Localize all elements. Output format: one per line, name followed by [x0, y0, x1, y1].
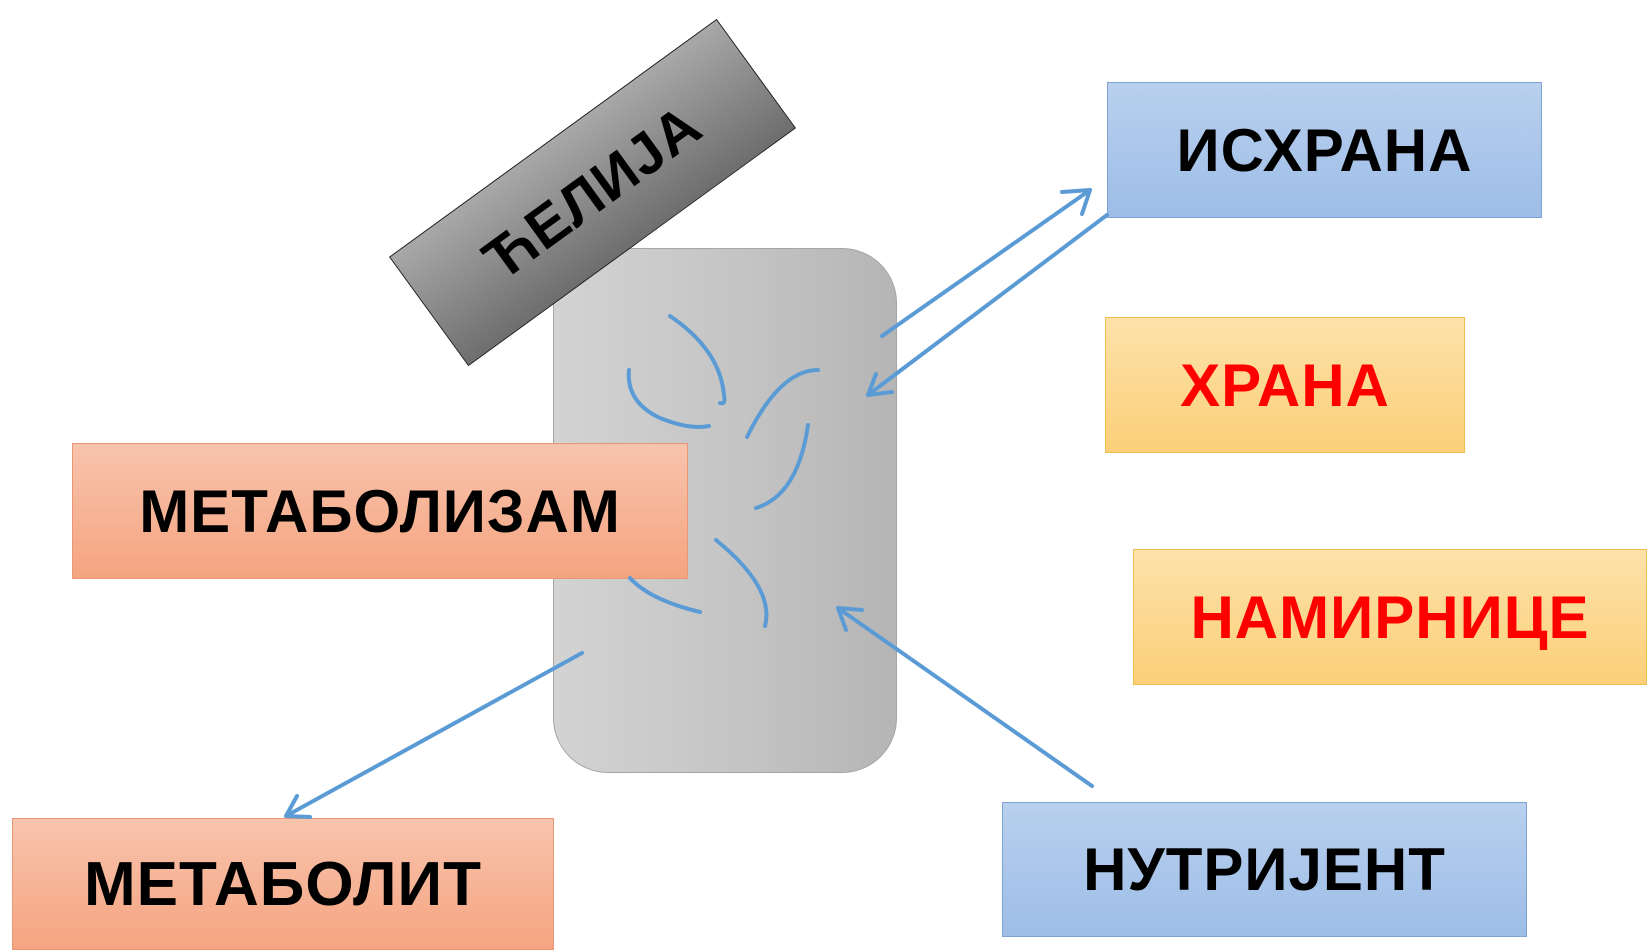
food-box: ХРАНА [1105, 317, 1465, 453]
metabolite-box: МЕТАБОЛИТ [12, 818, 554, 950]
arrow-cell-to-nutrition-head [1060, 188, 1092, 216]
arrow-cell-to-metabolite [284, 651, 584, 818]
arrow-cell-to-metabolite-head [284, 794, 312, 819]
arrow-cell-to-nutrition [880, 188, 1092, 338]
nutrient-box: НУТРИЈЕНТ [1002, 802, 1527, 937]
groceries-label: НАМИРНИЦЕ [1190, 583, 1590, 651]
nutrition-label: ИСХРАНА [1176, 116, 1473, 184]
nutrition-box: ИСХРАНА [1107, 82, 1542, 218]
nutrient-label: НУТРИЈЕНТ [1083, 836, 1446, 903]
metabolite-label: МЕТАБОЛИТ [84, 849, 482, 919]
food-label: ХРАНА [1180, 351, 1390, 419]
metabolism-label: МЕТАБОЛИЗАМ [139, 477, 621, 545]
groceries-box: НАМИРНИЦЕ [1133, 549, 1647, 685]
metabolism-box: МЕТАБОЛИЗАМ [72, 443, 688, 579]
arrow-nutrition-to-cell [866, 213, 1109, 397]
